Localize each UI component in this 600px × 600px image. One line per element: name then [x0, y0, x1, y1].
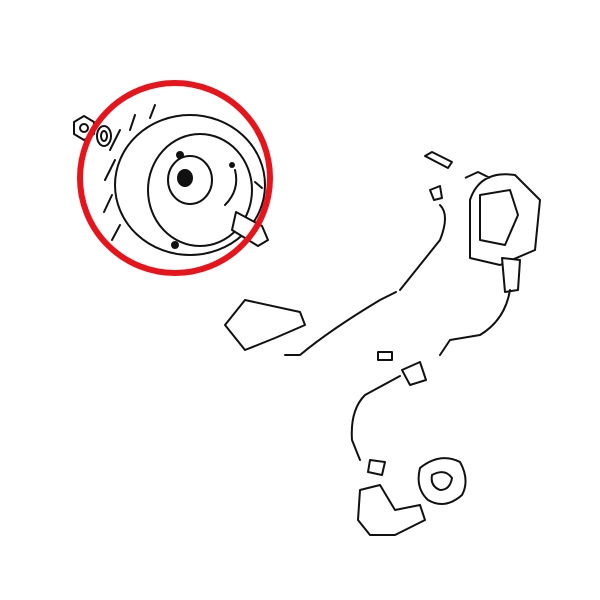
spark-plug-cap — [357, 459, 426, 536]
ignition-lead — [439, 289, 511, 356]
ignition-coil — [469, 173, 541, 293]
flywheel — [103, 104, 266, 256]
wire — [284, 204, 446, 356]
grommet — [417, 457, 467, 505]
hose — [350, 375, 401, 461]
screw — [424, 151, 491, 201]
clip — [377, 351, 427, 386]
switch-bracket — [224, 299, 306, 351]
highlight-circle — [77, 80, 273, 276]
washer — [96, 125, 112, 147]
